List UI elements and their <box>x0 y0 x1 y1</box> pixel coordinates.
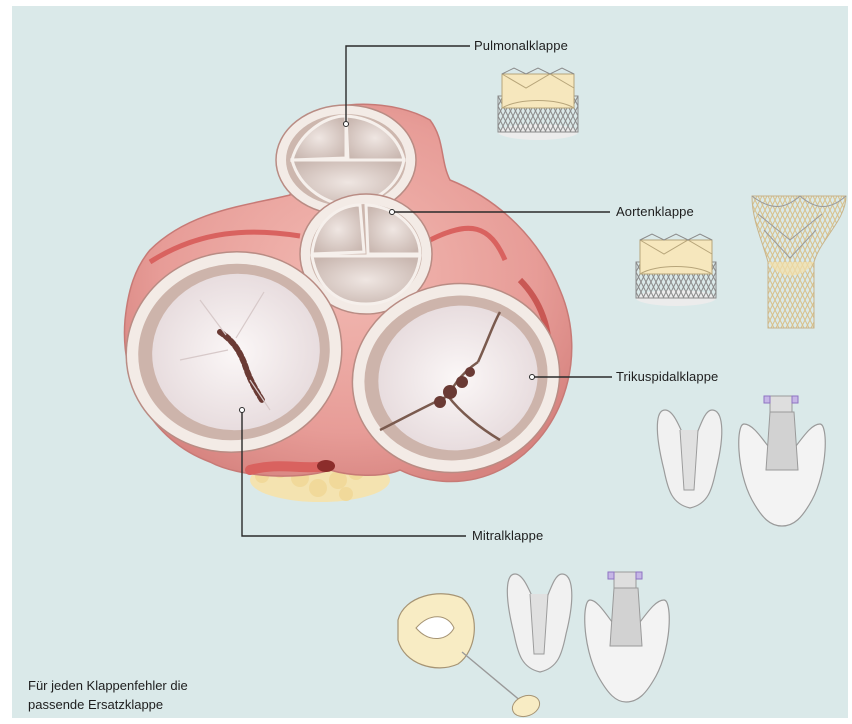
label-mitralklappe: Mitralklappe <box>472 528 543 543</box>
clip-device-icon <box>585 572 670 702</box>
stent-valve-icon <box>636 234 716 306</box>
heart-valves-illustration <box>110 104 577 502</box>
clip-device-icon <box>657 410 721 508</box>
clip-device-icon <box>507 574 571 672</box>
label-trikuspidalklappe: Trikuspidalklappe <box>616 369 718 384</box>
label-aortenklappe: Aortenklappe <box>616 204 694 219</box>
caption: Für jeden Klappenfehler die passende Ers… <box>28 676 188 714</box>
clip-device-icon <box>739 396 826 526</box>
self-expanding-valve-icon <box>752 196 846 328</box>
stent-valve-icon <box>498 68 578 140</box>
label-pulmonalklappe: Pulmonalklappe <box>474 38 568 53</box>
